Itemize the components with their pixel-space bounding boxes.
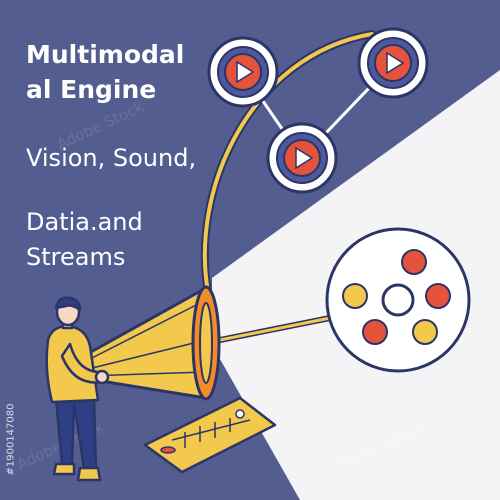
red-dot	[425, 283, 451, 309]
headline-title-line-1: Multimodal	[26, 40, 185, 69]
red-dot	[362, 319, 388, 345]
stock-id-watermark: #1900147080	[3, 380, 17, 500]
yellow-dot	[342, 283, 368, 309]
play-node-bottom	[266, 122, 338, 194]
play-icon	[386, 51, 405, 75]
play-icon	[295, 146, 314, 170]
headline-line-vision-sound: Vision, Sound,	[26, 144, 197, 172]
data-dots-circle	[325, 227, 471, 373]
headline-line-streams: Streams	[26, 243, 126, 271]
control-panel	[143, 396, 277, 474]
yellow-dot	[412, 319, 438, 345]
white-dot	[381, 283, 415, 317]
megaphone	[78, 285, 221, 401]
red-dot	[401, 249, 427, 275]
person	[45, 296, 110, 482]
stock-id-text: #1900147080	[5, 403, 17, 476]
play-icon	[236, 60, 255, 84]
play-node-right	[357, 27, 429, 99]
headline-title-line-2: al Engine	[26, 75, 157, 104]
headline-line-data: Datia.and	[26, 208, 143, 236]
play-node-left	[207, 36, 279, 108]
